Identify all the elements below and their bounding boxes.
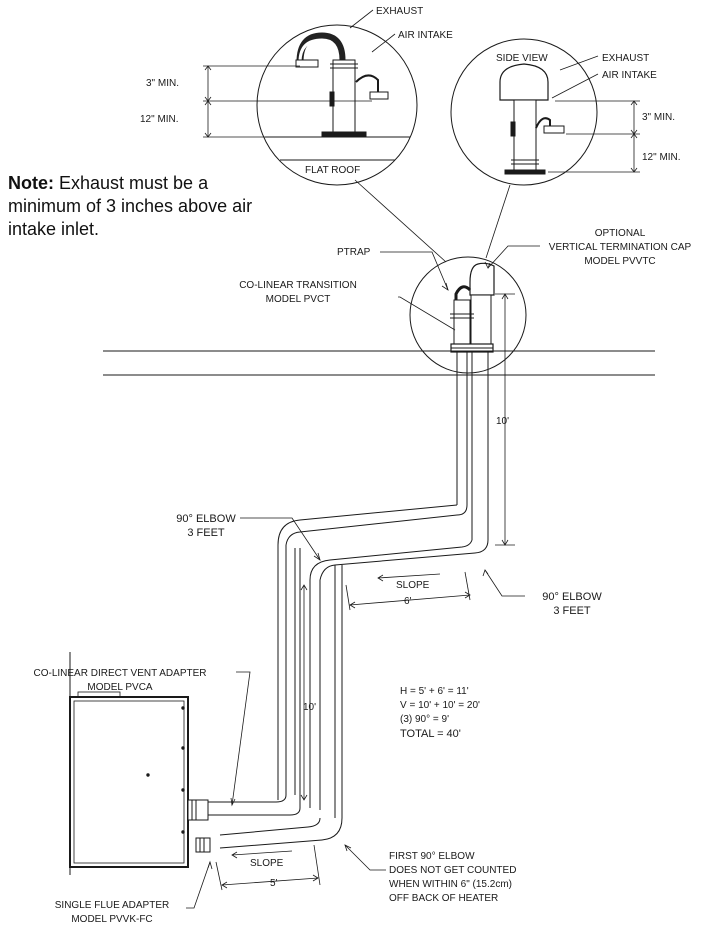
label-air-intake-left: AIR INTAKE	[398, 30, 453, 41]
intake-inlet-left	[369, 91, 389, 100]
exhaust-outlet-left	[295, 59, 319, 68]
label-6ft: 6'	[404, 596, 412, 607]
detail-side-view	[450, 38, 640, 186]
detail-circle-right	[450, 38, 598, 186]
label-sfa-1: SINGLE FLUE ADAPTER	[55, 900, 169, 911]
intake-hook-left	[355, 74, 379, 94]
label-elbow-upper-1: 90° ELBOW	[176, 513, 236, 525]
colinear-transition	[453, 299, 471, 345]
label-exhaust-left: EXHAUST	[376, 6, 423, 17]
note-label: Note:	[8, 173, 54, 193]
label-first-elbow-4: OFF BACK OF HEATER	[389, 893, 498, 904]
ptrap-pipe	[454, 285, 472, 300]
leader-elbow-right	[484, 569, 525, 597]
dimension-6ft	[349, 594, 471, 606]
vertical-pipe-left	[332, 59, 356, 133]
vent-pipe-run	[208, 352, 489, 849]
label-first-elbow-3: WHEN WITHIN 6" (15.2cm)	[389, 879, 512, 890]
note-text: Exhaust must be a minimum of 3 inches ab…	[8, 173, 253, 239]
label-10ft-upper: 10'	[496, 416, 509, 427]
label-optional-1: OPTIONAL	[595, 228, 646, 239]
roof-flange-right	[504, 169, 546, 175]
label-calc-h: H = 5' + 6' = 11'	[400, 686, 469, 697]
leader-ptrap	[380, 251, 449, 291]
leader-first-elbow	[344, 844, 386, 871]
heater	[69, 652, 211, 875]
label-exhaust-right: EXHAUST	[602, 53, 649, 64]
label-first-elbow-2: DOES NOT GET COUNTED	[389, 865, 516, 876]
slope-arrow-lower	[231, 850, 293, 856]
label-12min-left: 12" MIN.	[140, 114, 179, 125]
termination-cap-right	[499, 63, 549, 101]
label-cdva-1: CO-LINEAR DIRECT VENT ADAPTER	[34, 668, 207, 679]
intake-inlet-right	[543, 125, 565, 134]
termination-cap	[469, 262, 495, 296]
label-optional-2: VERTICAL TERMINATION CAP	[549, 242, 692, 253]
roof-flange-left	[321, 131, 367, 137]
leader-colinear	[398, 296, 456, 331]
label-calc-v: V = 10' + 10' = 20'	[400, 700, 480, 711]
roof-termination-detail	[409, 256, 527, 374]
label-side-view: SIDE VIEW	[496, 53, 548, 64]
label-calc-total: TOTAL = 40'	[400, 728, 461, 740]
label-ptrap: PTRAP	[337, 247, 371, 258]
leader-sfa	[186, 861, 211, 909]
detail-connector-left	[354, 179, 447, 263]
label-slope-upper: SLOPE	[396, 580, 430, 591]
intake-hook-right	[535, 117, 551, 129]
label-slope-lower: SLOPE	[250, 858, 284, 869]
labels: EXHAUST AIR INTAKE 3" MIN. 12" MIN. FLAT…	[34, 6, 692, 925]
label-flat-roof: FLAT ROOF	[305, 165, 360, 176]
label-3min-left: 3" MIN.	[146, 78, 179, 89]
label-12min-right: 12" MIN.	[642, 152, 681, 163]
label-first-elbow-1: FIRST 90° ELBOW	[389, 851, 475, 862]
label-calc-90: (3) 90° = 9'	[400, 714, 449, 725]
label-sfa-2: MODEL PVVK-FC	[71, 914, 152, 925]
detail-connector-right	[485, 184, 511, 259]
slope-arrow-upper	[377, 573, 441, 579]
leader-elbow-upper	[240, 517, 321, 561]
roof-circle	[409, 256, 527, 374]
label-colinear-1: CO-LINEAR TRANSITION	[239, 280, 357, 291]
leader-cap	[487, 245, 540, 269]
label-10ft-lower: 10'	[303, 702, 316, 713]
colinear-vent-adapter	[187, 799, 209, 821]
label-5ft: 5'	[270, 878, 278, 889]
dimension-5ft	[221, 877, 319, 886]
label-air-intake-right: AIR INTAKE	[602, 70, 657, 81]
label-colinear-2: MODEL PVCT	[266, 294, 331, 305]
label-elbow-upper-2: 3 FEET	[187, 527, 225, 539]
leader-cdva	[231, 671, 251, 806]
single-flue-adapter	[195, 837, 211, 853]
label-3min-right: 3" MIN.	[642, 112, 675, 123]
heater-body	[69, 696, 189, 868]
label-optional-3: MODEL PVVTC	[584, 256, 655, 267]
exhaust-note: Note: Exhaust must be a minimum of 3 inc…	[8, 172, 283, 241]
label-elbow-right-1: 90° ELBOW	[542, 591, 602, 603]
label-cdva-2: MODEL PVCA	[87, 682, 153, 693]
detail-flat-roof	[203, 9, 418, 186]
detail-circle-left	[256, 24, 418, 186]
label-elbow-right-2: 3 FEET	[553, 605, 591, 617]
